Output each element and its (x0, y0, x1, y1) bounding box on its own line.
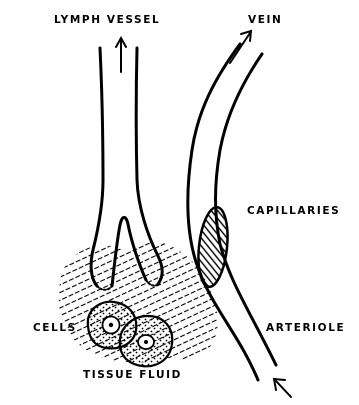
label-tissue-fluid: TISSUE FLUID (83, 369, 182, 381)
lymph-flow-arrow (116, 38, 126, 72)
label-vein: VEIN (248, 14, 282, 26)
vein-flow-arrow (230, 31, 251, 63)
capillary-bed (195, 206, 231, 288)
tissue-cell (120, 316, 172, 366)
label-lymph-vessel: LYMPH VESSEL (54, 14, 160, 26)
arteriole-flow-arrow (274, 379, 291, 397)
label-arteriole: ARTERIOLE (266, 322, 345, 334)
label-capillaries: CAPILLARIES (247, 205, 340, 217)
